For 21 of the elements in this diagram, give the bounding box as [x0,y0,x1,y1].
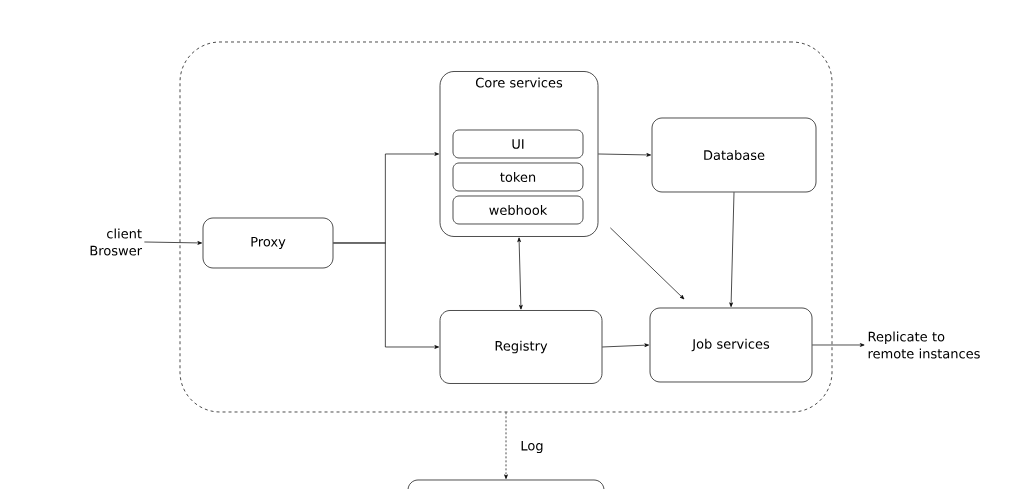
service-box: Registry [439,310,603,384]
arrow [517,237,523,310]
service-box: Proxy [202,217,334,269]
arrow [729,192,735,307]
service-box: webhook [452,195,584,225]
service-box: Database [651,117,817,193]
arrow [333,242,439,349]
service-box: UI [452,129,584,159]
arrow [610,227,685,300]
dashed-boundary [179,41,833,413]
arrow [144,241,202,245]
service-box [407,479,605,489]
client-label: client Broswer [90,228,143,256]
service-box: Job services [649,307,813,383]
arrow [598,153,651,157]
edge-label: Log [521,440,543,454]
arrow [602,343,649,348]
arrow [504,412,508,479]
replicate-label: Replicate to remote instances [868,331,980,359]
arrow [812,343,865,347]
service-box: token [452,162,584,192]
